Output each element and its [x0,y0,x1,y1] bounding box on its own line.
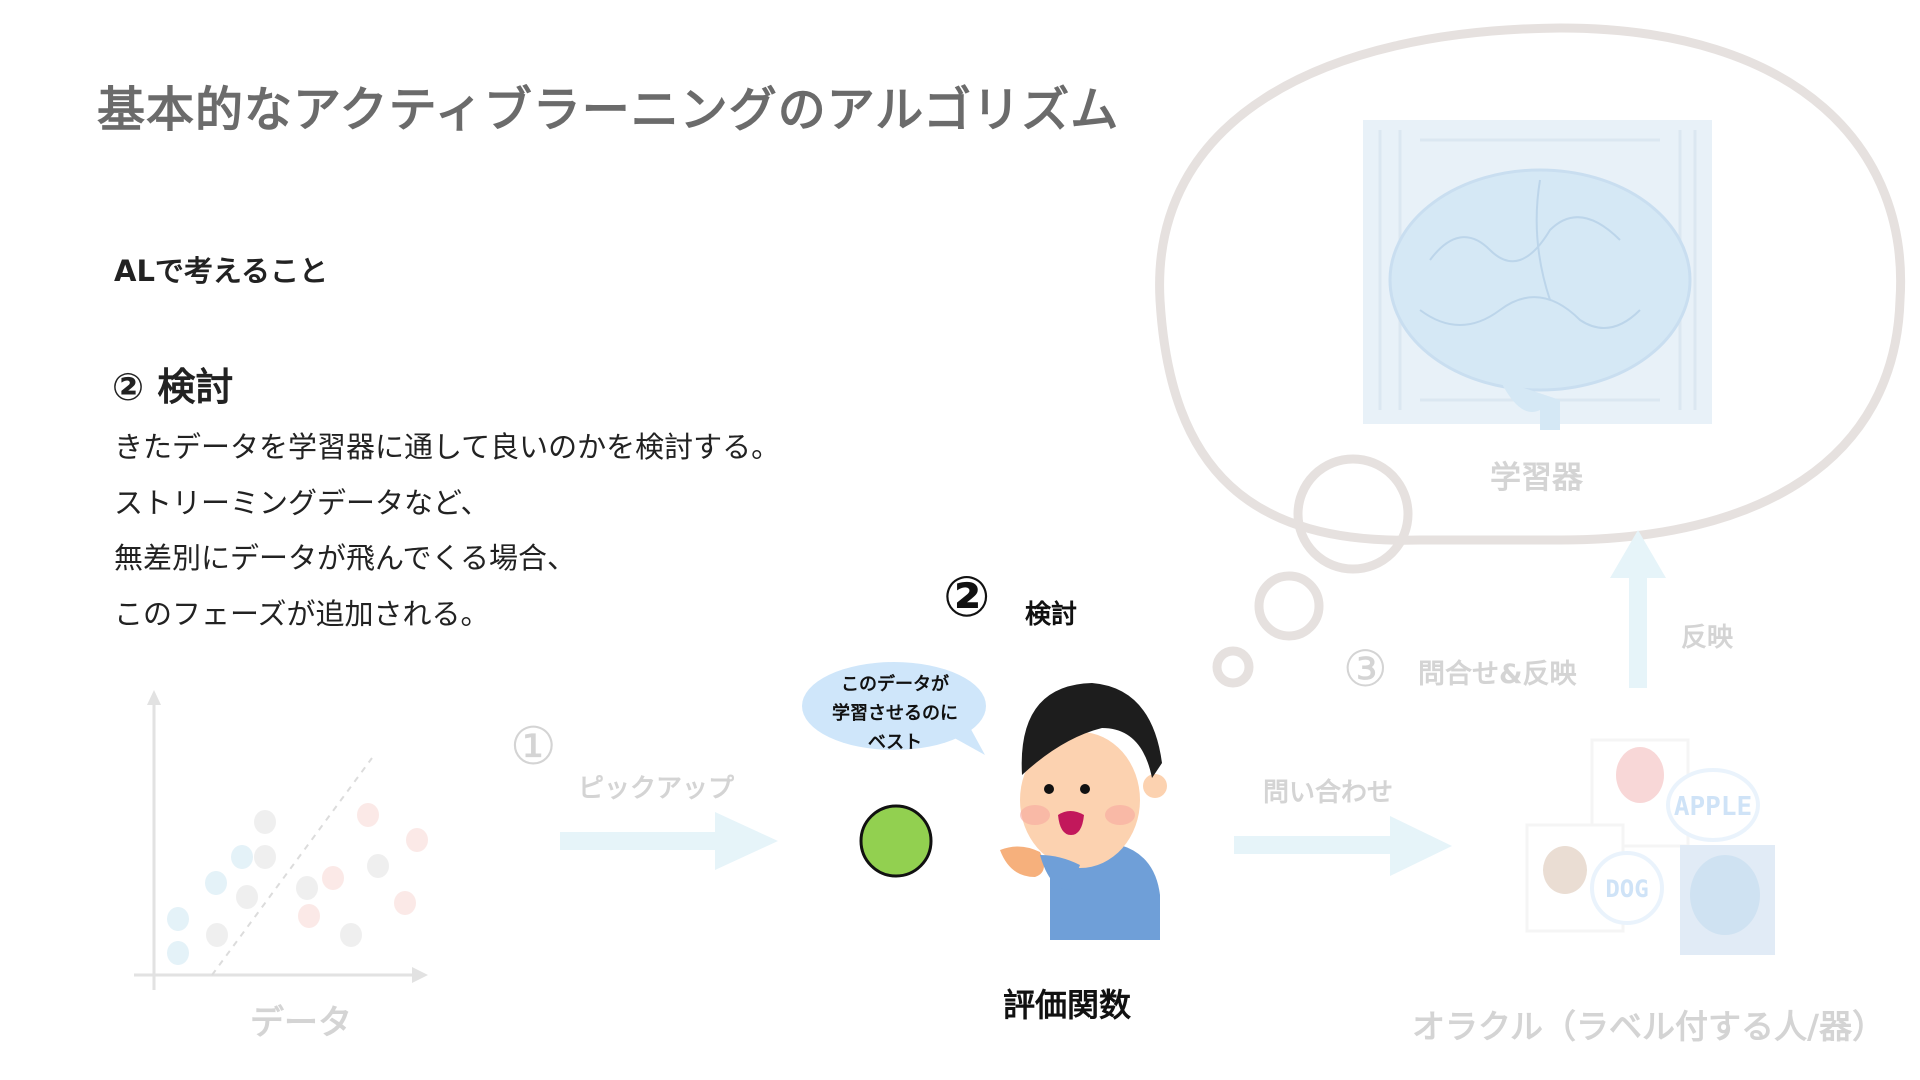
body-line: 無差別にデータが飛んでくる場合、 [114,541,576,575]
speech-line: 学習させるのに [832,703,958,724]
speech-bubble [802,662,986,755]
point [206,923,228,947]
body-line: きたデータを学習器に通して良いのかを検討する。 [114,430,781,464]
point [298,904,320,928]
point [254,845,276,869]
section-heading: ② 検討 [112,365,234,409]
point [340,923,362,947]
point [367,854,389,878]
point [236,885,258,909]
learner-label: 学習器 [1490,460,1583,496]
page-title: 基本的なアクティブラーニングのアルゴリズム [97,82,1120,138]
body-line: このフェーズが追加される。 [114,596,490,631]
point [357,803,379,827]
step2-number: ② [943,565,991,630]
thought-bubble [1155,23,1906,688]
oracle-bubble-dog: DOG [1605,875,1648,903]
learner-brain-image [1363,120,1712,430]
point [167,941,189,965]
selected-data-point [859,804,933,878]
point [296,876,318,900]
speech-line: ベスト [867,732,923,753]
query-arrow [1234,816,1452,876]
point [254,810,276,834]
speech-bubble-text: このデータが 学習させるのに ベスト [802,670,988,757]
reflect-label: 反映 [1681,623,1734,653]
subtitle: ALで考えること [114,254,329,288]
step2-label: 検討 [1025,600,1078,630]
point [322,866,344,890]
point [231,845,253,869]
query-label: 問い合わせ [1263,778,1394,808]
body-line: ストリーミングデータなど、 [114,485,490,520]
data-label: データ [250,1003,352,1043]
scatter-points [167,803,428,965]
evaluator-person-illustration [1000,683,1167,940]
point [167,907,189,931]
oracle-illustration [1525,738,1775,955]
data-scatter-plot [134,690,428,990]
point [205,871,227,895]
oracle-bubble-apple: APPLE [1674,792,1752,822]
step3-label: 問合せ&反映 [1418,659,1577,690]
evaluator-label: 評価関数 [1003,986,1132,1024]
pickup-arrow [560,812,778,870]
point [406,828,428,852]
step3-number: ③ [1343,640,1388,698]
point [394,891,416,915]
speech-line: このデータが [841,674,949,695]
step1-number: ① [510,717,557,777]
oracle-label: オラクル（ラベル付する人/器） [1412,1007,1886,1046]
step1-label: ピックアップ [578,774,735,804]
section-body: きたデータを学習器に通して良いのかを検討する。 ストリーミングデータなど、 無差… [114,420,780,642]
decision-boundary [211,757,373,976]
reflect-arrow [1610,530,1666,688]
